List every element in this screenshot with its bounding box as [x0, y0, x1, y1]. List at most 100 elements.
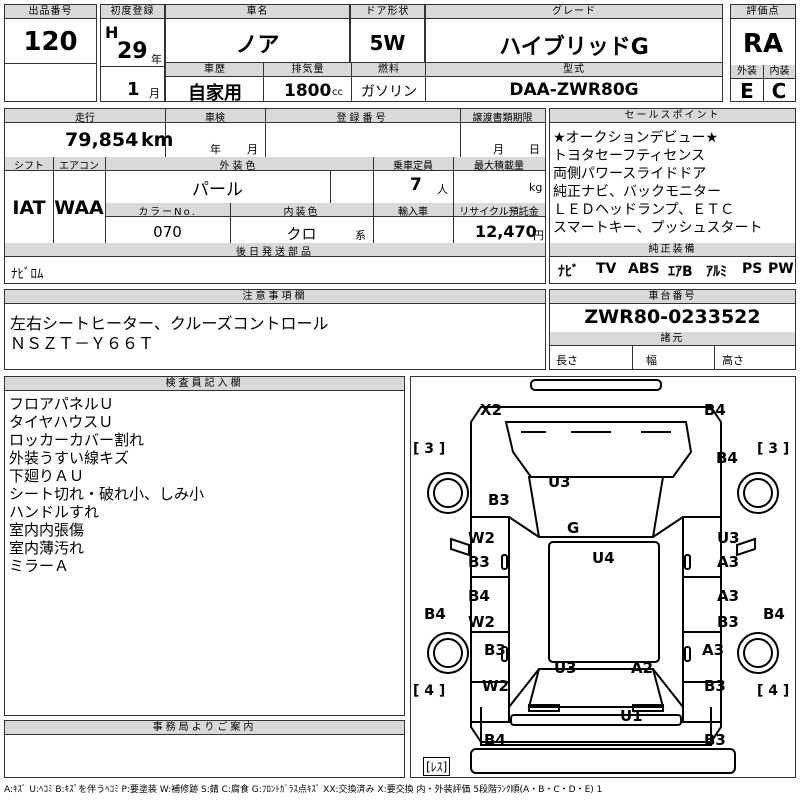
month-unit: 月	[149, 87, 160, 100]
insp-year-unit: 年	[210, 143, 221, 156]
width-label: 幅	[646, 354, 657, 367]
int-color: クロ	[286, 225, 317, 243]
reg-month: 1	[127, 79, 140, 100]
car-outline	[427, 379, 779, 774]
inspector-line-7: ハンドルすれ	[9, 503, 100, 521]
notes-label: 注意事項欄	[5, 290, 545, 304]
displacement-label: 排気量	[264, 63, 352, 77]
mark-b3-right-2: B3	[717, 613, 739, 631]
mark-a3-right-2: A3	[717, 587, 740, 605]
grade-label: グレード	[426, 5, 722, 19]
lot-number-box: 出品番号 120	[4, 4, 97, 102]
exterior-label: 外装	[731, 65, 763, 79]
year-unit: 年	[151, 53, 162, 66]
regno-label: 登録番号	[336, 113, 389, 124]
tire-rear-right: [ 4 ]	[757, 683, 790, 699]
equip-label: 純正装備	[550, 243, 795, 257]
mark-a2: A2	[631, 659, 654, 677]
history: 自家用	[188, 83, 242, 104]
score-box: 評価点 RA 外装 内装 E C	[730, 4, 796, 103]
mark-b3-left-1: B3	[488, 491, 510, 509]
load-unit: kg	[529, 181, 543, 194]
grade-box: グレード ハイブリッドG	[425, 4, 723, 64]
mark-b3-right-3: B3	[704, 677, 726, 695]
mark-x2: X2	[480, 401, 503, 419]
mark-u1: U1	[620, 707, 643, 725]
sales-points-box: セールスポイント ★オークションデビュー★ トヨタセーフティセンス 両側パワース…	[549, 108, 796, 284]
equip-3: ABS	[628, 261, 660, 277]
sales-line-1: ★オークションデビュー★	[553, 130, 719, 146]
inspection-label: 車検	[205, 113, 225, 124]
recycle-unit: 円	[533, 229, 544, 242]
mark-w2-left-3: W2	[482, 677, 509, 695]
lot-number-label: 出品番号	[5, 5, 96, 19]
legend: A:ｷｽﾞ U:ﾍｺﾐ B:ｷｽﾞを伴うﾍｺﾐ P:要塗装 W:補修跡 S:錆 …	[4, 785, 603, 795]
mark-b4-right-side: B4	[763, 605, 785, 623]
tr-month-unit: 月	[493, 143, 504, 156]
chassis-number: ZWR80-0233522	[584, 306, 761, 328]
int-color-unit: 系	[355, 229, 366, 242]
shift: IAT	[12, 197, 46, 219]
mark-b3-left-3: B3	[484, 641, 506, 659]
ac: WAA	[54, 197, 104, 219]
spare-tire: [ﾚｽ]	[423, 757, 451, 776]
fuel-box: 燃料 ガソリン	[351, 62, 427, 102]
length-label: 長さ	[556, 354, 578, 367]
exterior-score: E	[740, 79, 754, 103]
load-label: 最大積載量	[474, 161, 524, 172]
shift-label: シフト	[14, 161, 44, 172]
later-parts-label: 後日発送部品	[236, 247, 314, 258]
reg-year: 29	[117, 39, 148, 64]
displacement-box: 排気量 1800 cc	[263, 62, 353, 102]
fuel: ガソリン	[361, 84, 417, 100]
mark-b4-left-2: B4	[468, 587, 490, 605]
notes-line-2: ＮＳＺＴ－Ｙ６６Ｔ	[10, 334, 155, 353]
height-label: 高さ	[722, 354, 744, 367]
color: パール	[192, 180, 243, 200]
mileage-unit: km	[141, 129, 174, 151]
interior-label: 内装	[763, 65, 795, 79]
mark-g: G	[567, 519, 580, 537]
chassis-box: 車台番号 ZWR80-0233522 諸元 長さ 幅 高さ	[549, 289, 796, 370]
inspector-line-1: フロアパネルＵ	[9, 395, 114, 413]
door: 5W	[369, 31, 406, 55]
mileage: 79,854	[65, 129, 139, 151]
mileage-label: 走行	[75, 113, 95, 124]
equip-6: PS	[742, 261, 763, 277]
lot-number: 120	[23, 27, 78, 57]
inspector-line-3: ロッカーカバー割れ	[9, 431, 145, 449]
office-label: 事務局よりご案内	[5, 721, 404, 735]
mark-u3-right-1: U3	[717, 529, 740, 547]
import-label: 輸入車	[398, 207, 428, 218]
later-parts: ﾅﾋﾞﾛﾑ	[11, 267, 44, 282]
tire-front-left: [ 3 ]	[413, 441, 446, 457]
sales-line-6: スマートキー、プッシュスタート	[553, 220, 763, 236]
inspector-line-5: 下廻りＡＵ	[9, 467, 85, 485]
office-box: 事務局よりご案内	[4, 720, 405, 778]
capacity-label: 乗車定員	[393, 161, 433, 172]
equip-4: ｴｱB	[668, 264, 693, 280]
first-reg-label: 初度登録	[101, 5, 164, 19]
sales-line-4: 純正ナビ、バックモニター	[553, 184, 721, 200]
displacement: 1800	[284, 81, 332, 101]
mark-u3-rear: U3	[554, 659, 577, 677]
equip-2: TV	[596, 261, 617, 277]
mid-block: 走行 車検 登録番号 譲渡書類期限 79,854 km 年 月 月 日 シフト …	[4, 108, 546, 284]
tr-day-unit: 日	[529, 143, 540, 156]
mark-b4-left-side: B4	[424, 605, 446, 623]
grade: ハイブリッドG	[499, 35, 649, 60]
equip-1: ﾅﾋﾞ	[558, 264, 579, 280]
tire-front-right: [ 3 ]	[757, 441, 790, 457]
history-label: 車歴	[166, 63, 264, 77]
model-label: 型式	[426, 63, 722, 77]
mark-b4-bottom-left: B4	[484, 731, 506, 749]
mark-b3-left-2: B3	[468, 553, 490, 571]
car-name: ノア	[235, 33, 280, 58]
capacity-unit: 人	[437, 183, 448, 196]
score-label: 評価点	[731, 5, 795, 19]
recycle: 12,470	[475, 222, 537, 241]
chassis-label: 車台番号	[550, 290, 795, 304]
car-diagram-box: X2 B4 U3 B4 B3 G W2 U3 B3 U4 A3 B4 A3 B4…	[410, 376, 796, 778]
inspector-line-10: ミラーＡ	[9, 557, 70, 575]
inspector-line-4: 外装うすい線キズ	[9, 449, 130, 467]
